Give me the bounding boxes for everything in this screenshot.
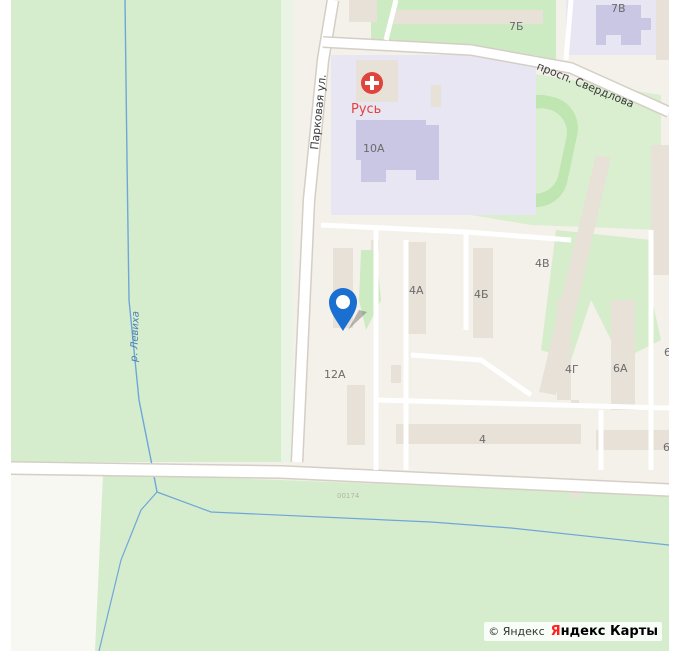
building-7b bbox=[393, 10, 543, 24]
building-east-edge bbox=[651, 145, 669, 275]
pin-hole bbox=[336, 295, 350, 309]
forest-edge bbox=[281, 0, 293, 462]
river-branch-west bbox=[98, 491, 158, 651]
building-nw-small bbox=[349, 0, 377, 22]
copyright-text[interactable]: © Яндекс bbox=[488, 625, 545, 638]
road-parkovaya-surface bbox=[292, 0, 338, 463]
road-south-surface bbox=[11, 462, 669, 496]
pin-shadow bbox=[348, 310, 367, 330]
building-label-6-partial: 6 bbox=[664, 346, 669, 359]
map-attribution: © Яндекс Яндекс Карты bbox=[484, 622, 662, 641]
pharmacy-cross-horizontal bbox=[365, 81, 379, 85]
minor-roads bbox=[320, 0, 669, 470]
meadow-area bbox=[11, 470, 103, 651]
building-label-4a: 4А bbox=[409, 284, 424, 297]
brand-prefix: Я bbox=[550, 624, 561, 639]
building-4 bbox=[396, 424, 581, 444]
building-label-4: 4 bbox=[479, 433, 486, 446]
building-4a bbox=[406, 242, 426, 334]
school-building-7v bbox=[596, 5, 651, 45]
forest-area-north bbox=[11, 0, 281, 462]
building-4g bbox=[557, 300, 571, 400]
brand-rest: ндекс Карты bbox=[560, 624, 658, 639]
building-small-4 bbox=[431, 85, 441, 107]
building-4b bbox=[473, 248, 493, 338]
school-building-10a bbox=[356, 120, 439, 182]
forest-area-south bbox=[11, 470, 669, 651]
building-12a-south bbox=[347, 385, 365, 445]
building-6a bbox=[611, 300, 635, 410]
yandex-maps-logo[interactable]: Яндекс Карты bbox=[551, 624, 658, 639]
river-branch-east bbox=[156, 491, 669, 546]
location-pin-icon[interactable] bbox=[329, 288, 367, 331]
map-canvas[interactable]: 00174 р. Левиха Парковая ул. просп. Свер… bbox=[11, 0, 669, 651]
building-label-12a: 12А bbox=[324, 368, 346, 381]
road-sverdlova-surface bbox=[322, 37, 669, 117]
building-label-4v: 4В bbox=[535, 257, 550, 270]
pin-body bbox=[329, 288, 357, 331]
building-small-2 bbox=[391, 365, 401, 383]
building-label-7b: 7Б bbox=[509, 20, 524, 33]
pharmacy-label: Русь bbox=[351, 102, 381, 117]
building-label-6-east: 6 bbox=[663, 441, 669, 454]
building-label-4b: 4Б bbox=[474, 288, 489, 301]
building-label-4g: 4Г bbox=[565, 363, 579, 376]
building-label-6a: 6А bbox=[613, 362, 628, 375]
pharmacy-poi[interactable]: Русь bbox=[351, 72, 383, 117]
building-label-7v: 7В bbox=[611, 2, 626, 15]
building-6-east bbox=[596, 430, 669, 450]
building-label-10a: 10А bbox=[363, 142, 385, 155]
building-small-5 bbox=[571, 490, 581, 498]
building-ne-edge bbox=[656, 0, 669, 60]
road-number-label: 00174 bbox=[337, 492, 360, 500]
river-label: р. Левиха bbox=[129, 311, 142, 363]
